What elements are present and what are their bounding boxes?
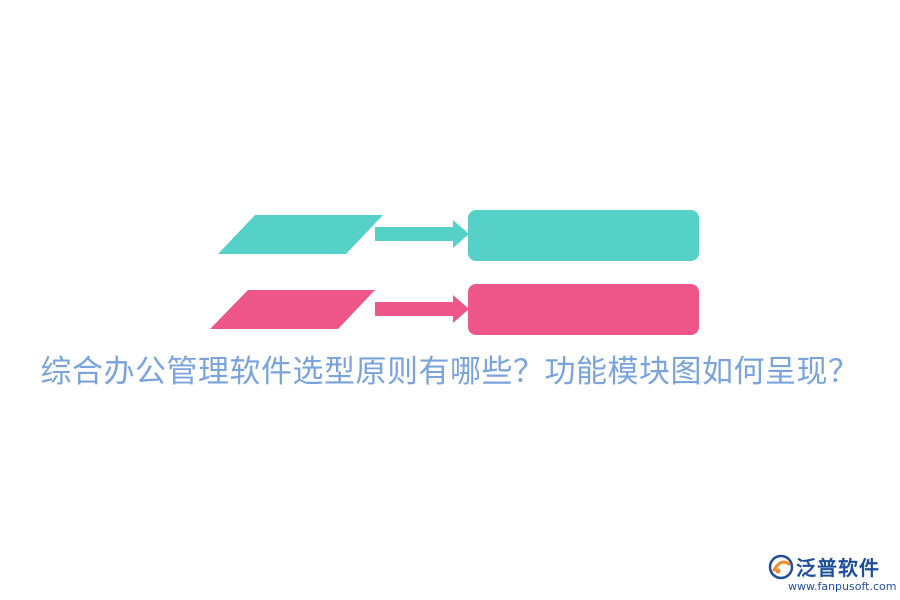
brand-url: www.fanpusoft.com: [788, 580, 897, 593]
pink-arrow-icon: [375, 295, 469, 323]
teal-arrow-icon: [375, 220, 469, 248]
pink-result-box: [468, 284, 699, 335]
teal-result-box: [468, 210, 699, 261]
teal-parallelogram: [218, 215, 383, 254]
brand-name: 泛普软件: [796, 556, 880, 580]
page-title: 综合办公管理软件选型原则有哪些？功能模块图如何呈现？: [40, 354, 860, 390]
fanpu-logo-icon: [768, 554, 794, 580]
pink-parallelogram: [210, 290, 375, 329]
brand-logo: 泛普软件 www.fanpusoft.com: [768, 552, 896, 596]
